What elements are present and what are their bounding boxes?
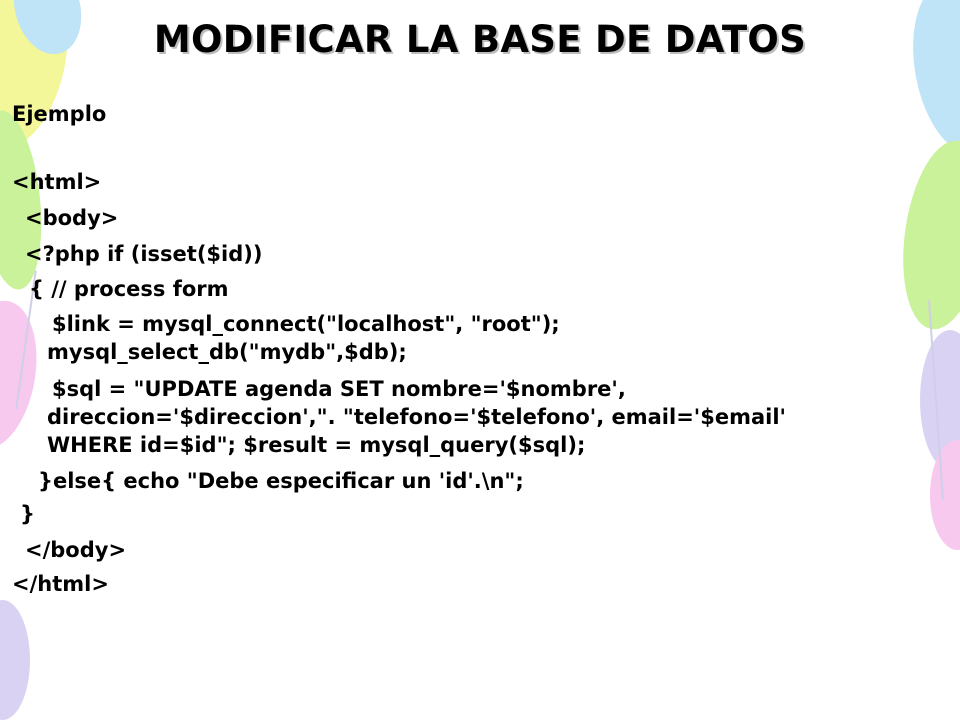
- code-line: $link = mysql_connect("localhost", "root…: [52, 312, 560, 336]
- code-line: direccion='$direccion',". "telefono='$te…: [47, 405, 786, 429]
- balloon-pink-left: [0, 294, 48, 456]
- code-line: }else{ echo "Debe especificar un 'id'.\n…: [38, 469, 524, 493]
- balloon-green-right: [892, 135, 960, 335]
- code-line: WHERE id=$id"; $result = mysql_query($sq…: [47, 433, 586, 457]
- code-line: }: [20, 502, 35, 526]
- code-line: <html>: [12, 170, 102, 194]
- code-line: mysql_select_db("mydb",$db);: [47, 340, 407, 364]
- code-line: <?php if (isset($id)): [25, 242, 263, 266]
- code-line: { // process form: [29, 277, 229, 301]
- example-label: Ejemplo: [12, 102, 107, 126]
- code-line: <body>: [25, 206, 119, 230]
- code-line: $sql = "UPDATE agenda SET nombre='$nombr…: [52, 377, 626, 401]
- slide-title: MODIFICAR LA BASE DE DATOS: [153, 18, 807, 61]
- code-line: </html>: [12, 572, 109, 596]
- balloon-lavender-left: [0, 600, 30, 720]
- code-line: </body>: [25, 538, 127, 562]
